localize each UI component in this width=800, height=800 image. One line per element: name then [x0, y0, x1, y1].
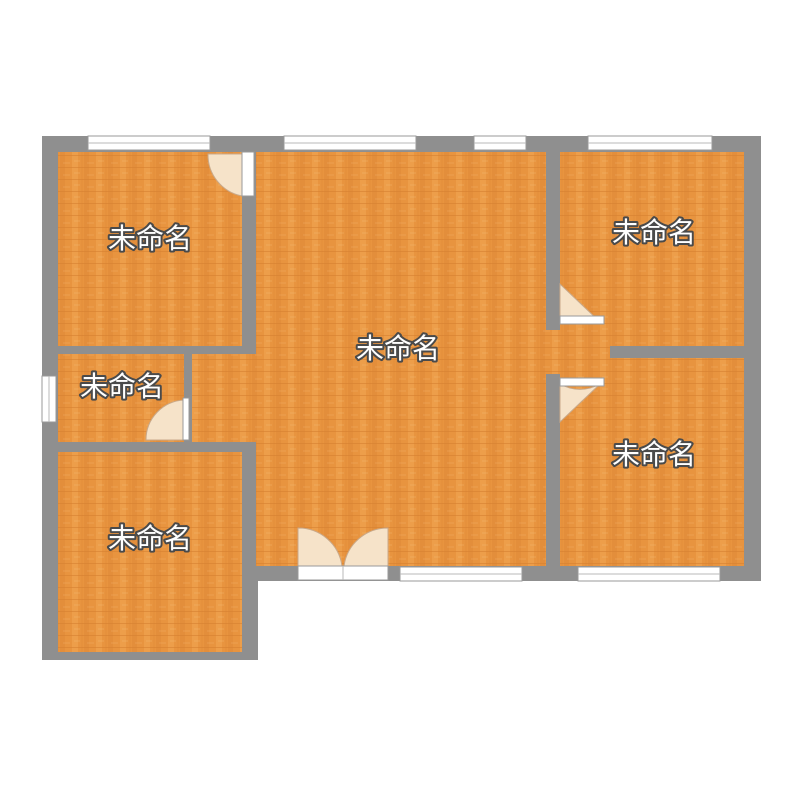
room-label-bottom-right: 未命名 [612, 438, 696, 471]
room-label-small-left: 未命名 [80, 370, 164, 403]
floor-hall-left [192, 354, 258, 442]
room-labels: 未命名 未命名 未命名 未命名 未命名 未命名 [78, 214, 698, 557]
window-bottom-right [577, 566, 721, 582]
room-label-bottom-left: 未命名 [108, 522, 192, 555]
floor-main [256, 152, 546, 566]
windows [41, 135, 721, 582]
door-top-left-room [207, 151, 255, 197]
door-entrance-double [297, 527, 389, 581]
doors [145, 151, 605, 581]
floor-bottom-left [58, 452, 242, 652]
floor-top-left [58, 152, 242, 346]
window-bottom-main [399, 566, 523, 582]
door-bottom-right-room [559, 377, 605, 424]
window-top-left [87, 135, 211, 151]
door-top-right-room [559, 282, 605, 325]
room-label-top-left: 未命名 [108, 222, 192, 255]
window-left-side [41, 375, 57, 423]
floors [58, 152, 744, 652]
room-label-top-right: 未命名 [612, 216, 696, 249]
window-top-right [587, 135, 713, 151]
room-label-main: 未命名 [356, 332, 440, 365]
door-small-left-room [145, 397, 190, 441]
window-top-main-1 [283, 135, 417, 151]
window-top-main-2 [473, 135, 527, 151]
